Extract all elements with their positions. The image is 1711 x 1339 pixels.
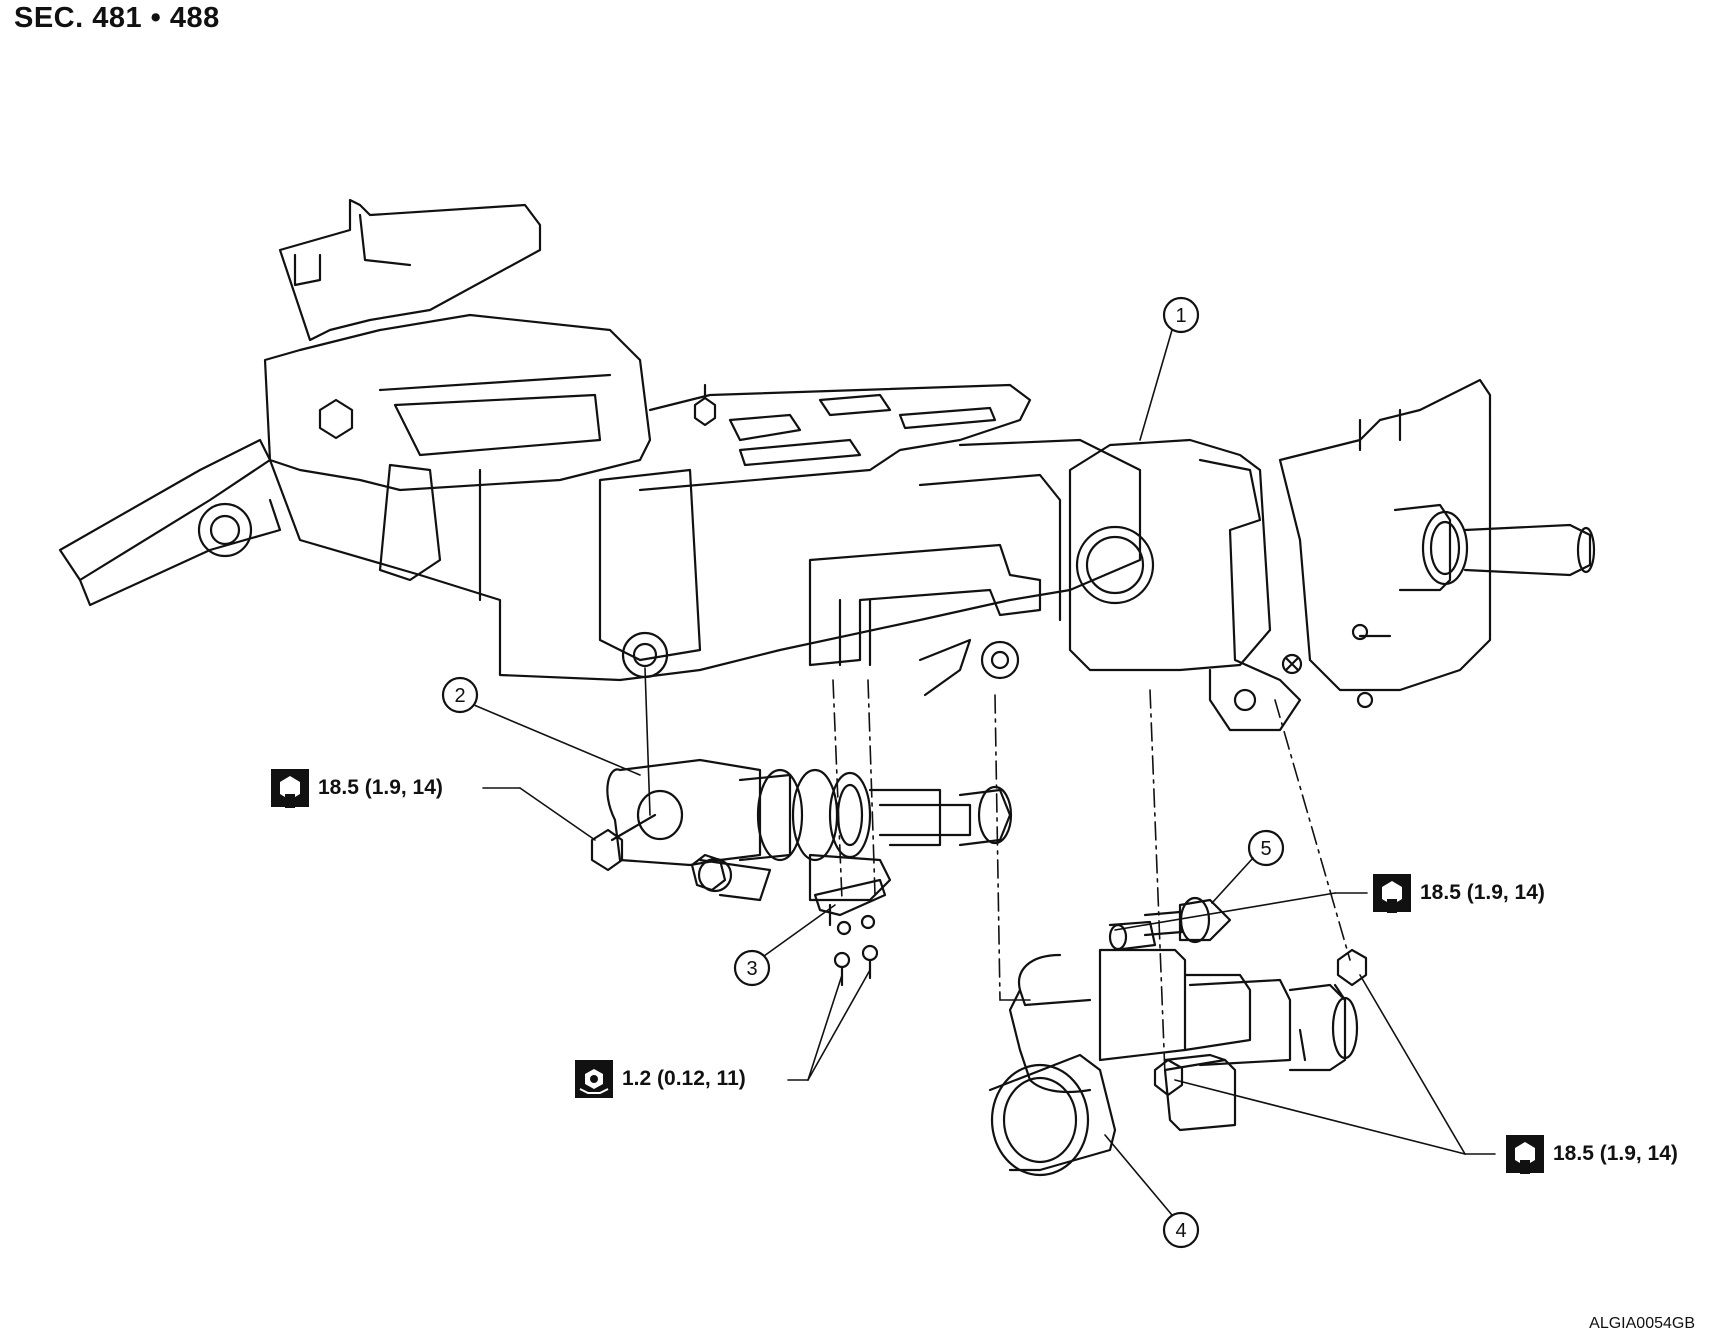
tilt-motor-bolt: [590, 828, 624, 872]
part-number-1: 1: [1175, 305, 1186, 327]
torque-spec-tilt-motor: 18.5 (1.9, 14): [270, 768, 443, 808]
part-number-2: 2: [454, 685, 465, 707]
figure-reference-code: ALGIA0054GB: [1589, 1315, 1695, 1332]
tilt-sensor: [813, 878, 887, 987]
assembly-lines: [832, 679, 1351, 1076]
hex-bolt: [318, 398, 354, 440]
callout-2: [441, 676, 641, 776]
callout-3: [733, 904, 836, 987]
torque-spec-sensor: 18.5 (1.9, 14): [1372, 873, 1545, 913]
torque-wrench-icon: [271, 769, 309, 808]
torque-value: 18.5 (1.9, 14): [1553, 1142, 1678, 1165]
part-number-4: 4: [1175, 1220, 1186, 1242]
part-number-3: 3: [746, 958, 757, 980]
torque-nut-icon: [575, 1060, 613, 1098]
torque-spec-screws: 1.2 (0.12, 11): [574, 1059, 746, 1099]
torque-spec-telescopic-motor: 18.5 (1.9, 14): [1505, 1134, 1678, 1174]
section-title: SEC. 481 • 488: [14, 2, 220, 34]
torque-value: 18.5 (1.9, 14): [318, 776, 443, 799]
torque-wrench-icon: [1506, 1135, 1544, 1174]
tilt-motor-assembly: [590, 758, 1013, 902]
telescopic-bolt-b: [1336, 948, 1368, 987]
torque-leaders: [482, 787, 1496, 1155]
callout-4: [1104, 1134, 1200, 1249]
steering-column-assembly: [58, 198, 1596, 732]
torque-wrench-icon: [1373, 874, 1411, 913]
telescopic-sensor: [1108, 896, 1232, 952]
torque-value: 18.5 (1.9, 14): [1420, 881, 1545, 904]
part-number-5: 5: [1260, 838, 1271, 860]
callout-5: [1211, 829, 1285, 904]
torque-value: 1.2 (0.12, 11): [622, 1067, 746, 1090]
callout-1: [1139, 296, 1200, 441]
assembly-lines-solid: [644, 667, 1031, 1001]
telescopic-bolt-a: [1153, 1058, 1184, 1097]
telescopic-motor-assembly: [988, 948, 1368, 1177]
